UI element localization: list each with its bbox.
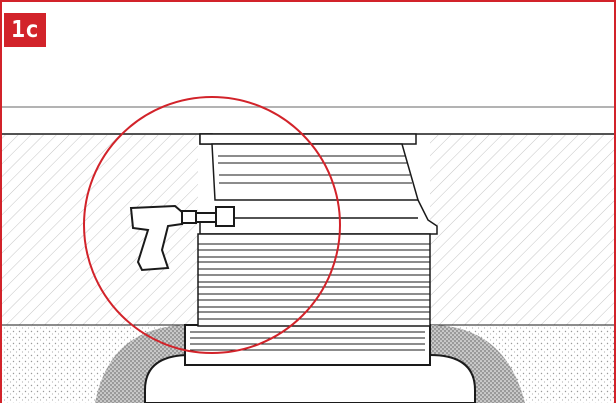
corrugated-body	[197, 233, 431, 327]
upper-housing	[211, 143, 419, 201]
step-badge: 1c	[4, 13, 46, 47]
focus-circle	[83, 96, 341, 354]
collar-ribs	[190, 331, 425, 351]
pipe-collar	[184, 324, 431, 366]
cordless-drill-icon	[129, 204, 235, 272]
corrugation-ribs	[198, 243, 430, 320]
